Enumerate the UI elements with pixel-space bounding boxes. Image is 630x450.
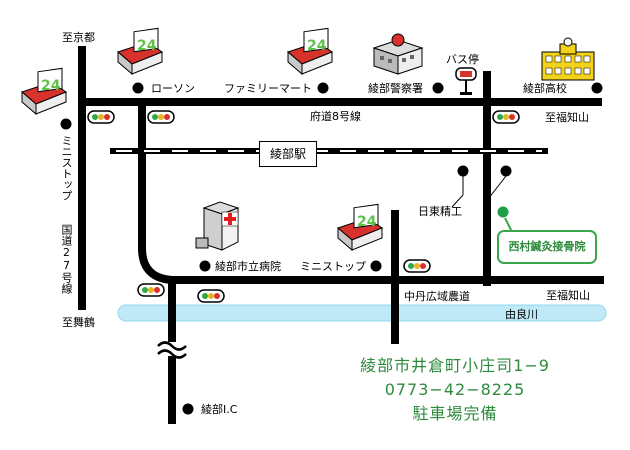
landmark-dot-icon [60, 118, 72, 130]
landmark-dot-icon [132, 82, 144, 94]
school-icon [541, 37, 595, 81]
label-lawson: ローソン [151, 82, 195, 95]
convenience-store-24-icon: 24 [21, 67, 68, 116]
label-ministop-left: ミニストップ [60, 135, 73, 201]
label-high-school: 綾部高校 [523, 82, 567, 95]
road-break-icon [157, 341, 187, 359]
landmark-dot-icon [500, 165, 512, 177]
nitto-seiko-pointer [451, 175, 507, 208]
convenience-store-24-icon: 24 [287, 27, 334, 76]
station-box: 綾部駅 [259, 141, 317, 167]
info-address: 綾部市井倉町小庄司1−9 [360, 356, 550, 375]
clinic-dot-icon [497, 206, 509, 218]
landmark-dot-icon [370, 260, 382, 272]
roads [78, 46, 604, 424]
landmark-dot-icon [317, 82, 329, 94]
landmark-dot-icon [199, 260, 211, 272]
label-to-maizuru: 至舞鶴 [62, 316, 95, 329]
landmark-dot-icon [457, 165, 469, 177]
landmark-dot-icon [591, 82, 603, 94]
label-ayabe-ic: 綾部I.C [201, 403, 238, 416]
hospital-icon [195, 201, 240, 251]
label-to-fukuchiyama-bottom: 至福知山 [546, 289, 590, 302]
convenience-store-24-icon: 24 [117, 27, 164, 76]
traffic-light-icon [403, 259, 431, 273]
info-parking: 駐車場完備 [412, 404, 498, 423]
info-phone: 0773−42−8225 [384, 380, 526, 399]
label-bus-stop: バス停 [446, 53, 479, 66]
traffic-light-icon [197, 289, 225, 303]
traffic-light-icon [492, 110, 520, 124]
traffic-light-icon [87, 110, 115, 124]
label-nitto-seiko: 日東精工 [418, 205, 462, 218]
landmark-dot-icon [182, 403, 194, 415]
label-police: 綾部警察署 [368, 82, 423, 95]
svg-text:24: 24 [307, 38, 327, 54]
label-nakatan-road: 中丹広域農道 [404, 290, 470, 303]
police-station-icon [372, 33, 424, 75]
svg-text:24: 24 [357, 214, 377, 230]
bus-stop-icon [455, 67, 477, 95]
svg-text:24: 24 [137, 38, 157, 54]
landmark-dots [60, 82, 603, 415]
label-yura-river: 由良川 [505, 308, 538, 321]
label-national-road: 国道27号線 [60, 224, 73, 294]
label-ministop-center: ミニストップ [300, 260, 366, 273]
label-prefectural-road: 府道8号線 [310, 110, 361, 123]
convenience-store-24-icon: 24 [337, 203, 384, 252]
landmark-dot-icon [432, 82, 444, 94]
svg-text:24: 24 [41, 78, 61, 94]
clinic-callout: 西村鍼灸接骨院 [497, 230, 597, 264]
yura-river [117, 304, 607, 322]
label-to-fukuchiyama-top: 至福知山 [545, 111, 589, 124]
traffic-light-icon [147, 110, 175, 124]
label-to-kyoto: 至京都 [62, 31, 95, 44]
label-hospital: 綾部市立病院 [215, 260, 281, 273]
label-family-mart: ファミリーマート [224, 82, 312, 95]
traffic-light-icon [137, 283, 165, 297]
